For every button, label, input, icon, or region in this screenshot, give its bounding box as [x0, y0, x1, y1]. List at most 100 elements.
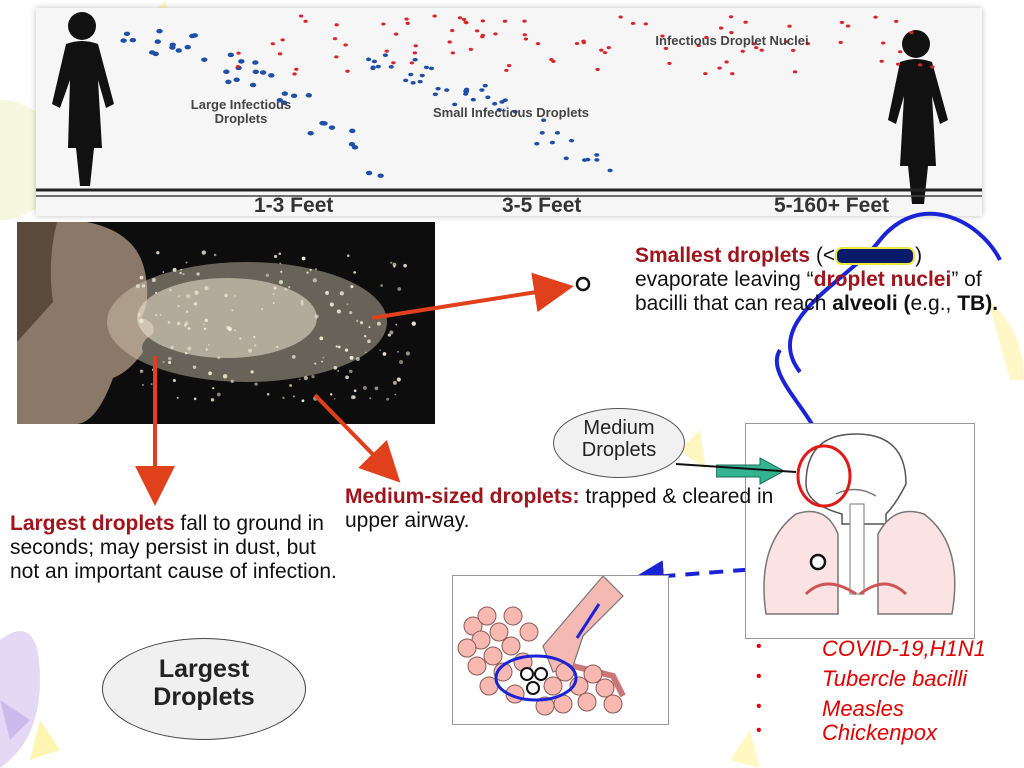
spray-particle — [185, 293, 191, 299]
disease-item: • Chickenpox — [756, 720, 1016, 750]
redaction-mark — [835, 247, 916, 266]
quote-close: ” — [951, 268, 959, 292]
largest-rest: fall to ground in seconds; may persist i… — [10, 512, 337, 584]
droplet-dot — [594, 153, 600, 157]
spray-particle — [135, 283, 141, 289]
droplet-dot — [839, 20, 845, 24]
spray-particle — [411, 321, 416, 326]
spray-particle — [353, 271, 356, 274]
spray-particle — [311, 374, 315, 379]
label-small-infectious-droplets: Small Infectious Droplets — [432, 105, 590, 120]
droplet-dot — [696, 43, 701, 48]
droplet-dot — [432, 92, 438, 97]
droplet-dot — [412, 57, 418, 62]
spray-particle — [162, 271, 165, 273]
droplet-dot — [391, 61, 396, 65]
spray-particle — [273, 254, 278, 258]
droplet-dot — [463, 92, 469, 96]
alveolus — [519, 622, 539, 642]
spray-particle — [397, 350, 399, 353]
droplet-dot — [191, 33, 199, 38]
alveolus — [493, 662, 513, 682]
droplet-dot — [630, 21, 636, 25]
spray-particle — [224, 293, 228, 298]
droplet-dot — [506, 64, 512, 68]
droplet-dot — [298, 14, 304, 18]
spray-particle — [314, 362, 317, 365]
spray-particle — [177, 304, 180, 308]
medium-title: Medium-sized droplets: — [345, 485, 580, 508]
droplet-dot — [428, 66, 435, 71]
droplet-dot — [539, 131, 545, 135]
droplet-dot — [201, 57, 208, 62]
droplet-dot — [535, 42, 541, 46]
spray-particle — [273, 286, 277, 290]
alveoli-nucleus-dot-3 — [526, 681, 540, 695]
spray-particle — [254, 344, 257, 347]
spray-particle — [230, 379, 234, 383]
droplet-dot — [618, 15, 623, 19]
source-person-silhouette — [52, 12, 114, 186]
disease-list: • COVID-19,H1N1 • Tubercle bacilli • Mea… — [756, 636, 1016, 750]
droplet-dot — [751, 42, 757, 46]
spray-particle — [293, 395, 295, 398]
spray-particle — [280, 270, 283, 273]
droplet-dot — [728, 15, 734, 19]
droplet-dot — [482, 83, 488, 88]
droplet-dot — [480, 35, 485, 39]
droplet-dot — [417, 79, 423, 84]
droplet-dot — [595, 67, 600, 71]
spray-particle — [355, 356, 360, 362]
spray-particle — [168, 288, 172, 292]
droplet-dot — [740, 49, 745, 53]
alveoli-highlight — [494, 654, 578, 702]
sneeze-illustration — [17, 222, 435, 424]
droplet-dot — [743, 20, 748, 24]
spray-particle — [380, 284, 383, 287]
droplet-dot — [366, 57, 372, 62]
spray-particle — [203, 327, 207, 330]
distance-1-3-feet: 1-3 Feet — [254, 194, 334, 217]
spray-particle — [344, 348, 349, 352]
droplet-dot — [930, 65, 935, 69]
droplet-dot — [563, 156, 569, 161]
spray-particle — [389, 330, 394, 335]
droplet-dot — [184, 44, 191, 50]
label-large-infectious-droplets: Large Infectious Droplets — [190, 97, 292, 126]
droplet-dot — [345, 69, 350, 73]
droplet-dot — [479, 88, 485, 92]
droplet-dot — [348, 141, 356, 147]
largest-droplets-ellipse: Largest Droplets — [102, 638, 306, 740]
spray-particle — [234, 294, 237, 297]
droplet-dot — [393, 32, 399, 36]
spray-particle — [210, 398, 215, 402]
droplet-dot — [450, 29, 455, 33]
spray-particle — [172, 267, 177, 272]
spray-particle — [187, 327, 191, 330]
spray-particle — [314, 268, 318, 271]
spray-particle — [300, 302, 304, 306]
spray-particle — [345, 375, 349, 380]
droplet-dot — [233, 77, 240, 83]
tb-text: TB). — [957, 292, 999, 316]
spray-particle — [288, 286, 291, 289]
spray-particle — [187, 346, 192, 351]
spray-particle — [233, 329, 237, 332]
droplet-dot — [370, 66, 376, 71]
droplet-dot — [290, 93, 298, 99]
droplet-dot — [349, 128, 356, 134]
transmission-distance-panel: Large Infectious Droplets Small Infectio… — [36, 8, 982, 217]
spray-particle — [303, 375, 308, 381]
droplet-dot — [409, 61, 415, 65]
disease-measles: Measles — [822, 696, 904, 721]
spray-particle — [284, 287, 288, 291]
droplet-dot — [718, 26, 724, 30]
droplet-dot — [895, 62, 901, 66]
droplet-dot — [382, 53, 388, 57]
droplet-dot — [410, 80, 416, 85]
spray-particle — [339, 291, 344, 296]
droplet-dot — [423, 65, 430, 70]
medium-pointer-line — [676, 463, 797, 473]
droplet-dot — [307, 130, 314, 136]
spray-particle — [207, 343, 210, 346]
